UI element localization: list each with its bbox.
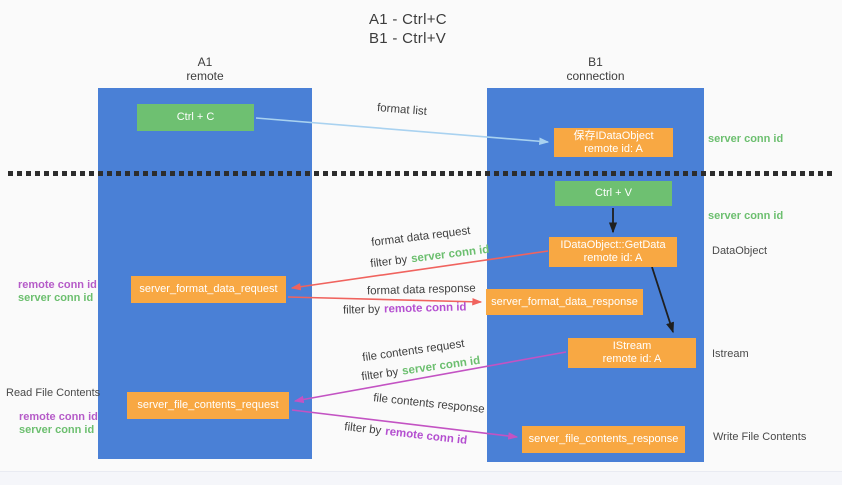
lifeline-b1-role: connection — [566, 69, 625, 83]
left-label-remote-conn-id-1: remote conn id — [18, 279, 97, 291]
node-server-file-contents-response-label: server_file_contents_response — [528, 433, 679, 445]
right-label-istream: Istream — [712, 348, 749, 360]
arrow-file-contents-request — [293, 351, 567, 404]
lifeline-a1-role: remote — [186, 69, 224, 83]
node-server-file-contents-request: server_file_contents_request — [127, 392, 289, 419]
node-server-format-data-request-label: server_format_data_request — [139, 283, 278, 295]
title-line-ctrl-v: B1 - Ctrl+V — [369, 30, 447, 47]
left-label-remote-conn-id-2: remote conn id — [19, 411, 98, 423]
remote-conn-id-text: remote conn id — [383, 301, 467, 316]
arrow-file-contents-response — [291, 409, 519, 440]
arrow-getdata-to-istream — [651, 266, 674, 334]
dotted-separator-line — [8, 171, 835, 176]
node-istream-line2: remote id: A — [602, 353, 662, 365]
title-line-ctrl-c: A1 - Ctrl+C — [369, 11, 447, 28]
node-server-format-data-request: server_format_data_request — [131, 276, 286, 303]
node-server-format-data-response-label: server_format_data_response — [491, 295, 638, 308]
filter-by-text: filter by — [342, 303, 381, 317]
right-label-server-conn-id-2: server conn id — [708, 210, 784, 222]
arrow-format-data-response — [287, 296, 483, 306]
right-label-dataobject: DataObject — [712, 245, 768, 257]
right-label-server-conn-id-1: server conn id — [708, 133, 784, 145]
node-ctrl-v: Ctrl + V — [555, 181, 672, 206]
left-label-server-conn-id-1: server conn id — [18, 292, 94, 304]
node-save-idataobject-line1: 保存IDataObject — [573, 129, 654, 142]
diagram-title: A1 - Ctrl+C B1 - Ctrl+V — [369, 10, 447, 48]
node-server-format-data-response: server_format_data_response — [486, 289, 643, 315]
lifeline-a1-header: A1 remote — [98, 55, 312, 83]
node-server-file-contents-response: server_file_contents_response — [522, 426, 685, 453]
right-label-write-file-contents: Write File Contents — [713, 431, 807, 443]
node-getdata-line2: remote id: A — [583, 252, 643, 264]
bottom-divider — [0, 471, 842, 485]
node-istream: IStream remote id: A — [568, 338, 696, 368]
lifeline-b1-name: B1 — [588, 55, 603, 69]
node-idataobject-getdata: IDataObject::GetData remote id: A — [549, 237, 677, 267]
lifeline-a1-name: A1 — [197, 55, 213, 69]
arrow-format-list — [255, 117, 550, 146]
node-getdata-line1: IDataObject::GetData — [560, 239, 666, 251]
node-ctrl-c: Ctrl + C — [137, 104, 254, 131]
node-istream-line1: IStream — [612, 340, 652, 352]
node-server-file-contents-request-label: server_file_contents_request — [137, 399, 279, 411]
arrow-format-data-request — [290, 250, 549, 291]
left-label-read-file-contents: Read File Contents — [6, 387, 101, 399]
node-ctrl-v-label: Ctrl + V — [595, 187, 632, 199]
node-ctrl-c-label: Ctrl + C — [176, 111, 215, 123]
node-save-idataobject: 保存IDataObject remote id: A — [554, 128, 673, 157]
lifeline-b1-header: B1 connection — [487, 55, 704, 83]
left-label-server-conn-id-2: server conn id — [19, 424, 95, 436]
node-save-idataobject-line2: remote id: A — [584, 142, 643, 155]
